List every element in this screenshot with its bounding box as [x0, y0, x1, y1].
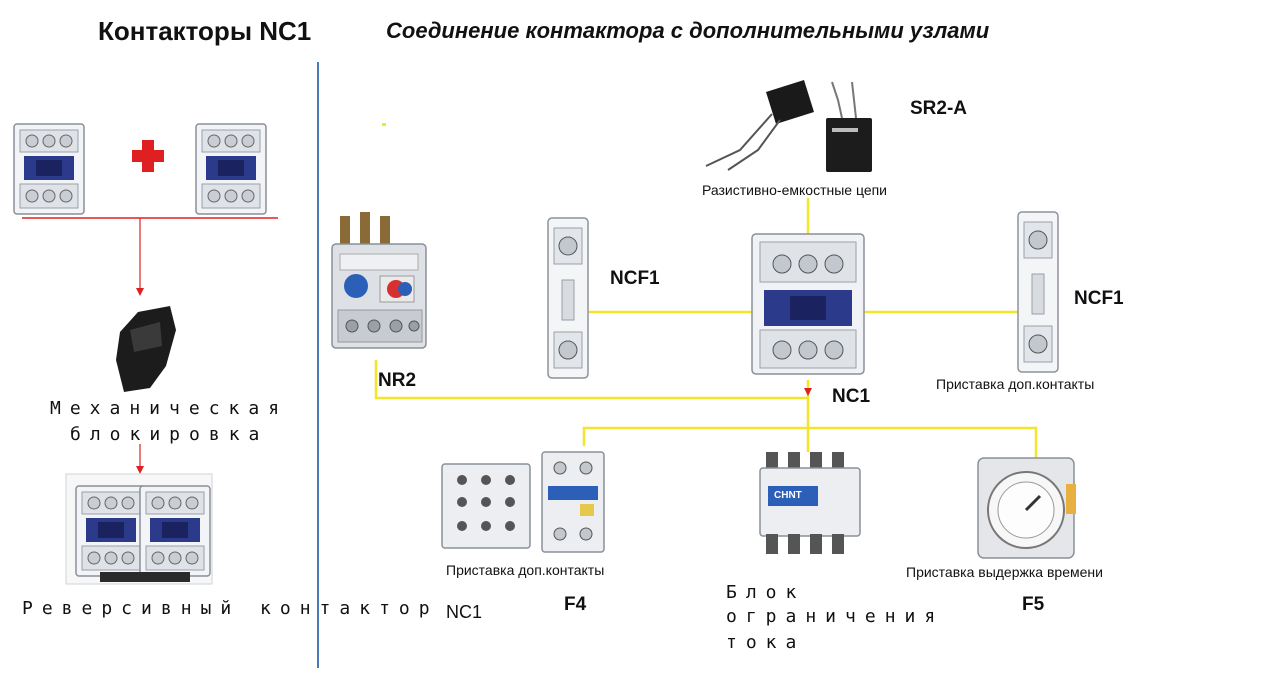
ncf1-right-label: NCF1	[1074, 288, 1124, 309]
chnt-brand-label: CHNT	[774, 490, 802, 501]
plus-icon	[132, 140, 164, 172]
reversing-contactor-label: Реверсивный контактор	[22, 598, 439, 619]
reversing-contactor-icon	[65, 473, 213, 585]
current-limit-label-1: Блок	[726, 582, 806, 603]
nc1-contactor-icon	[751, 233, 865, 375]
page-title-left: Контакторы NC1	[98, 16, 312, 46]
ncf1-left-icon	[547, 217, 589, 379]
aux-contacts-side-block-icon	[541, 451, 605, 553]
thermal-relay-nr2-icon	[331, 212, 427, 349]
rc-circuits-label: Разистивно-емкостные цепи	[702, 182, 888, 198]
time-delay-module-icon	[977, 457, 1076, 559]
time-delay-label: Приставка выдержка времени	[906, 564, 1103, 580]
current-limit-label-2: ограничения	[726, 606, 945, 627]
reversing-contactor-model: NC1	[446, 602, 483, 622]
ncf1-right-icon	[1017, 211, 1059, 373]
sr2a-label: SR2-A	[910, 98, 968, 119]
aux-contacts-right-label: Приставка доп.контакты	[936, 376, 1095, 392]
mechanical-lock-icon	[116, 306, 176, 392]
nc1-label: NC1	[832, 386, 871, 407]
mechanical-lock-label-1: Механическая	[50, 398, 289, 419]
left-contactor-1-icon	[13, 123, 85, 215]
aux-contacts-bottom-label: Приставка доп.контакты	[446, 562, 605, 578]
ncf1-left-label: NCF1	[610, 268, 660, 289]
rc-circuit-black-icon	[705, 80, 814, 171]
rc-circuit-module-icon	[826, 81, 872, 172]
aux-contacts-front-block-icon	[441, 463, 531, 549]
mechanical-lock-label-2: блокировка	[70, 424, 269, 445]
left-contactor-2-icon	[195, 123, 267, 215]
current-limit-label-3: тока	[726, 632, 806, 653]
f4-label: F4	[564, 594, 587, 615]
connector-lines	[374, 198, 1038, 458]
nr2-label: NR2	[378, 370, 417, 391]
page-title-right: Соединение контактора с дополнительными …	[386, 18, 990, 43]
small-red-arrow	[804, 388, 812, 396]
f5-label: F5	[1022, 594, 1045, 615]
current-limit-block-icon	[759, 452, 861, 554]
